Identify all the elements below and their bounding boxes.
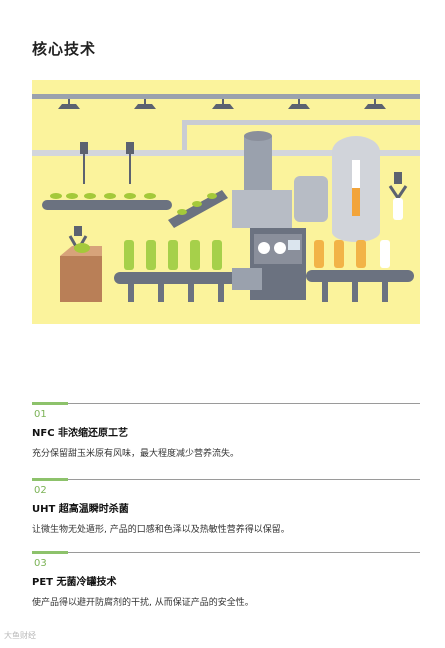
feature-number: 02: [34, 485, 47, 496]
divider: [32, 478, 420, 481]
factory-illustration: [32, 80, 420, 324]
feature-item-nfc: 01 NFC 非浓缩还原工艺 充分保留甜玉米原有风味，最大程度减少营养流失。: [32, 402, 420, 459]
feature-number: 03: [34, 558, 47, 569]
watermark: 大鱼财经: [4, 631, 36, 640]
divider-accent: [32, 478, 68, 481]
feature-description: 让微生物无处遁形, 产品的口感和色泽以及热敏性营养得以保留。: [32, 525, 290, 535]
divider-accent: [32, 551, 68, 554]
feature-item-pet: 03 PET 无菌冷罐技术 使产品得以避开防腐剂的干扰, 从而保证产品的安全性。: [32, 551, 420, 608]
feature-item-uht: 02 UHT 超高温瞬时杀菌 让微生物无处遁形, 产品的口感和色泽以及热敏性营养…: [32, 478, 420, 535]
divider: [32, 551, 420, 554]
feature-title: UHT 超高温瞬时杀菌: [32, 504, 129, 515]
feature-description: 充分保留甜玉米原有风味，最大程度减少营养流失。: [32, 449, 240, 459]
divider-accent: [32, 402, 68, 405]
section-title: 核心技术: [32, 40, 97, 58]
feature-description: 使产品得以避开防腐剂的干扰, 从而保证产品的安全性。: [32, 598, 254, 608]
feature-title: PET 无菌冷罐技术: [32, 577, 117, 588]
divider: [32, 402, 420, 405]
feature-title: NFC 非浓缩还原工艺: [32, 428, 129, 439]
feature-number: 01: [34, 409, 47, 420]
